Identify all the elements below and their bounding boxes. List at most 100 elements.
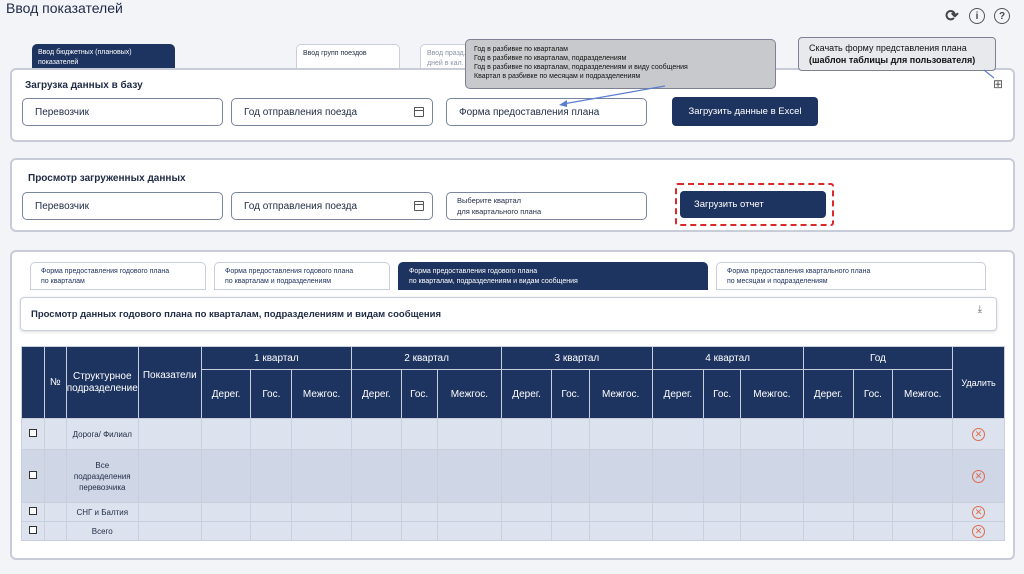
value-cell[interactable] [400, 502, 438, 522]
value-cell[interactable] [703, 418, 742, 450]
row-indicator[interactable] [137, 502, 202, 522]
value-cell[interactable] [436, 449, 503, 503]
value-cell[interactable] [740, 418, 804, 450]
value-cell[interactable] [588, 521, 653, 541]
row-checkbox-cell[interactable] [21, 449, 45, 503]
value-cell[interactable] [802, 502, 854, 522]
value-cell[interactable] [350, 418, 402, 450]
value-cell[interactable] [291, 449, 352, 503]
value-cell[interactable] [250, 502, 293, 522]
value-cell[interactable] [892, 418, 954, 450]
value-cell[interactable] [501, 449, 553, 503]
load-report-button[interactable]: Загрузить отчет [680, 191, 826, 218]
delete-icon[interactable]: ✕ [972, 505, 986, 519]
delete-icon[interactable]: ✕ [972, 427, 986, 441]
download-template-icon[interactable]: ⊞ [993, 77, 1004, 91]
calendar-icon[interactable] [414, 107, 424, 117]
value-cell[interactable] [350, 449, 402, 503]
row-delete-cell[interactable]: ✕ [952, 418, 1005, 450]
value-cell[interactable] [436, 502, 503, 522]
subtab-quarters[interactable]: Форма предоставления годового плана по к… [30, 262, 206, 290]
value-cell[interactable] [703, 449, 742, 503]
carrier-select[interactable]: Перевозчик [22, 98, 223, 126]
value-cell[interactable] [892, 521, 954, 541]
value-cell[interactable] [588, 502, 653, 522]
subtab-quarterly-months[interactable]: Форма предоставления квартального плана … [716, 262, 986, 290]
view-carrier-select[interactable]: Перевозчик [22, 192, 223, 220]
row-delete-cell[interactable]: ✕ [952, 502, 1005, 522]
value-cell[interactable] [651, 502, 705, 522]
row-checkbox[interactable] [28, 507, 37, 515]
value-cell[interactable] [291, 418, 352, 450]
value-cell[interactable] [802, 521, 854, 541]
row-delete-cell[interactable]: ✕ [952, 449, 1005, 503]
row-indicator[interactable] [137, 449, 202, 503]
row-checkbox-cell[interactable] [21, 521, 45, 541]
value-cell[interactable] [651, 418, 705, 450]
value-cell[interactable] [588, 449, 653, 503]
row-indicator[interactable] [137, 521, 202, 541]
value-cell[interactable] [200, 418, 252, 450]
value-cell[interactable] [350, 521, 402, 541]
tab-budget[interactable]: Ввод бюджетных (плановых) показателей [32, 44, 175, 72]
row-indicator[interactable] [137, 418, 202, 450]
value-cell[interactable] [852, 502, 894, 522]
tab-train-groups[interactable]: Ввод групп поездов [296, 44, 400, 70]
value-cell[interactable] [200, 449, 252, 503]
value-cell[interactable] [400, 449, 438, 503]
value-cell[interactable] [852, 418, 894, 450]
value-cell[interactable] [740, 502, 804, 522]
row-delete-cell[interactable]: ✕ [952, 521, 1005, 541]
value-cell[interactable] [436, 418, 503, 450]
value-cell[interactable] [350, 502, 402, 522]
value-cell[interactable] [501, 521, 553, 541]
value-cell[interactable] [250, 449, 293, 503]
value-cell[interactable] [703, 502, 742, 522]
value-cell[interactable] [651, 521, 705, 541]
subtab-quarters-divisions[interactable]: Форма предоставления годового плана по к… [214, 262, 390, 290]
quarter-select[interactable]: Выберите квартал для квартального плана [446, 192, 647, 220]
calendar-icon[interactable] [414, 201, 424, 211]
value-cell[interactable] [703, 521, 742, 541]
value-cell[interactable] [291, 502, 352, 522]
value-cell[interactable] [436, 521, 503, 541]
value-cell[interactable] [892, 449, 954, 503]
info-icon[interactable]: i [969, 8, 985, 24]
value-cell[interactable] [551, 418, 590, 450]
value-cell[interactable] [200, 521, 252, 541]
row-checkbox-cell[interactable] [21, 418, 45, 450]
row-checkbox-cell[interactable] [21, 502, 45, 522]
row-checkbox[interactable] [28, 429, 37, 437]
year-select[interactable]: Год отправления поезда [231, 98, 433, 126]
view-year-select[interactable]: Год отправления поезда [231, 192, 433, 220]
help-icon[interactable]: ? [994, 8, 1010, 24]
value-cell[interactable] [802, 449, 854, 503]
value-cell[interactable] [200, 502, 252, 522]
row-checkbox[interactable] [28, 526, 37, 534]
value-cell[interactable] [501, 502, 553, 522]
value-cell[interactable] [740, 521, 804, 541]
value-cell[interactable] [291, 521, 352, 541]
value-cell[interactable] [551, 521, 590, 541]
value-cell[interactable] [588, 418, 653, 450]
value-cell[interactable] [802, 418, 854, 450]
value-cell[interactable] [501, 418, 553, 450]
value-cell[interactable] [551, 449, 590, 503]
value-cell[interactable] [651, 449, 705, 503]
refresh-icon[interactable]: ⟳ [945, 8, 959, 25]
subtab-quarters-divisions-types[interactable]: Форма предоставления годового плана по к… [398, 262, 708, 290]
delete-icon[interactable]: ✕ [972, 469, 986, 483]
value-cell[interactable] [551, 502, 590, 522]
value-cell[interactable] [740, 449, 804, 503]
form-select[interactable]: Форма предоставления плана [446, 98, 647, 126]
value-cell[interactable] [892, 502, 954, 522]
value-cell[interactable] [400, 418, 438, 450]
row-checkbox[interactable] [28, 471, 37, 479]
download-icon[interactable]: ⤓ [977, 304, 982, 315]
delete-icon[interactable]: ✕ [972, 524, 986, 538]
value-cell[interactable] [250, 521, 293, 541]
value-cell[interactable] [852, 521, 894, 541]
value-cell[interactable] [852, 449, 894, 503]
upload-excel-button[interactable]: Загрузить данные в Excel [672, 97, 818, 126]
value-cell[interactable] [400, 521, 438, 541]
